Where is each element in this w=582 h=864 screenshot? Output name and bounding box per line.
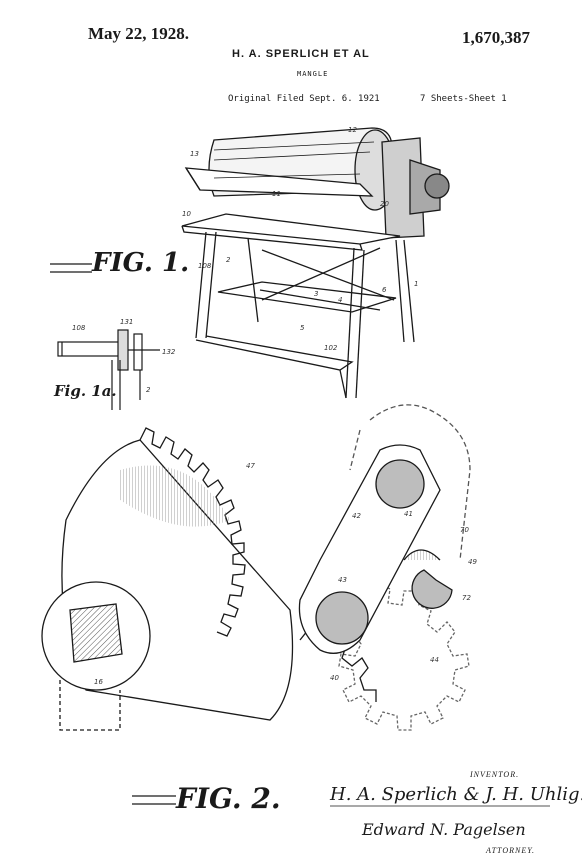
fig1a-detail xyxy=(57,329,160,410)
reference-numeral: 43 xyxy=(338,576,347,584)
fig1-mangle-machine xyxy=(181,127,450,399)
inventor-label: INVENTOR. xyxy=(470,770,520,779)
reference-numeral: 131 xyxy=(120,318,133,326)
reference-numeral: 13 xyxy=(190,150,199,158)
fig2-gear-detail xyxy=(41,404,471,731)
reference-numeral: 4 xyxy=(338,296,342,304)
figure-1a-label: Fig. 1a. xyxy=(54,382,117,400)
reference-numeral: 108 xyxy=(72,324,86,332)
sheet-count: 7 Sheets-Sheet 1 xyxy=(420,94,507,104)
reference-numeral: 108 xyxy=(198,262,212,270)
reference-numeral: 40 xyxy=(330,674,339,682)
reference-numeral: 42 xyxy=(352,512,361,520)
reference-numeral: 102 xyxy=(324,344,338,352)
filing-date: Original Filed Sept. 6. 1921 xyxy=(228,94,380,104)
reference-numeral: 2 xyxy=(146,386,151,394)
reference-numeral: 20 xyxy=(380,200,389,208)
reference-numeral: 5 xyxy=(300,324,305,332)
inventor-names: H. A. SPERLICH ET AL xyxy=(232,48,370,60)
reference-numeral: 70 xyxy=(460,526,469,534)
reference-numeral: 47 xyxy=(246,462,255,470)
patent-date: May 22, 1928. xyxy=(88,24,190,43)
reference-numeral: 1 xyxy=(414,280,418,288)
fig1-reference-numerals: 12 13 11 20 10 108 1 2 3 4 5 6 102 xyxy=(182,126,418,352)
reference-numeral: 41 xyxy=(404,510,413,518)
inventors-signature: H. A. Sperlich & J. H. Uhlig. xyxy=(330,784,582,805)
figure-2-label: FIG. 2. xyxy=(176,782,281,815)
reference-numeral: 10 xyxy=(182,210,191,218)
reference-numeral: 16 xyxy=(94,678,103,686)
attorney-signature: Edward N. Pagelsen xyxy=(362,820,526,839)
reference-numeral: 12 xyxy=(348,126,357,134)
reference-numeral: 3 xyxy=(314,290,318,298)
attorney-label: ATTORNEY. xyxy=(486,846,535,855)
reference-numeral: 2 xyxy=(226,256,231,264)
figure-1-label: FIG. 1. xyxy=(92,248,190,278)
reference-numeral: 72 xyxy=(462,594,471,602)
invention-title: MANGLE xyxy=(297,70,329,78)
reference-numeral: 6 xyxy=(382,286,387,294)
reference-numeral: 132 xyxy=(162,348,176,356)
fig2-reference-numerals: 47 42 41 70 49 72 43 40 44 16 xyxy=(94,462,477,686)
fig1a-reference-numerals: 108 131 132 2 xyxy=(72,318,176,394)
patent-number: 1,670,387 xyxy=(462,28,530,47)
reference-numeral: 44 xyxy=(430,656,439,664)
reference-numeral: 49 xyxy=(468,558,477,566)
reference-numeral: 11 xyxy=(272,190,281,198)
